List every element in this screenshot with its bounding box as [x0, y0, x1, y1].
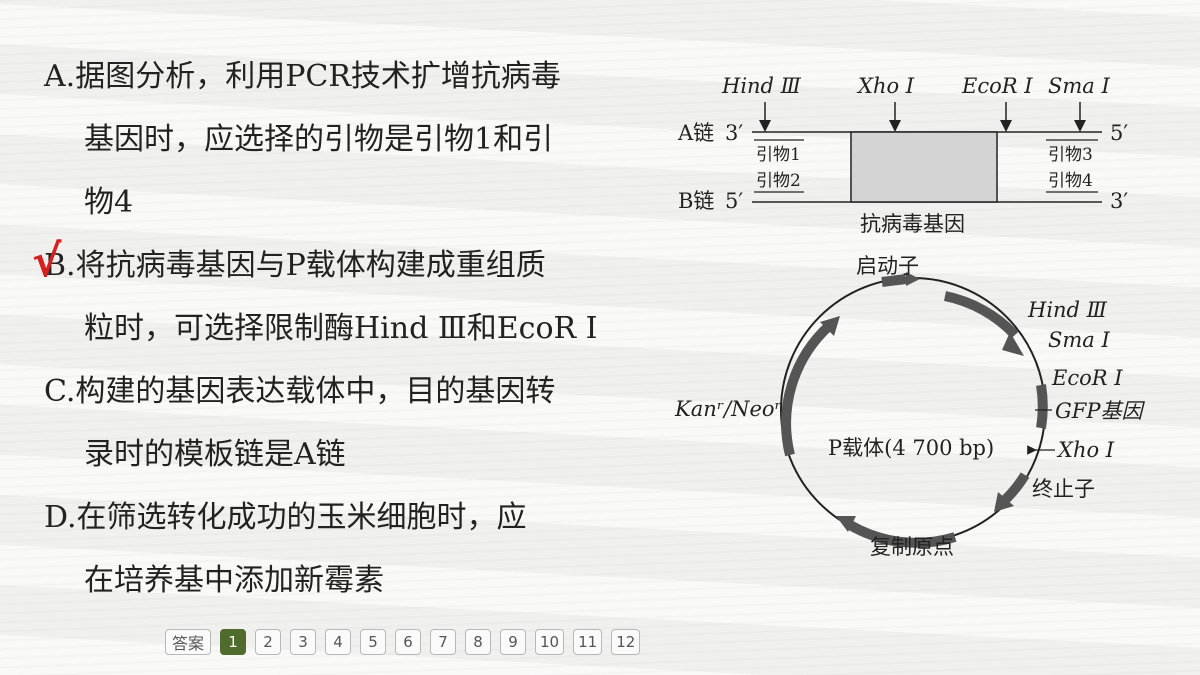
promoter-arrow-icon — [906, 272, 920, 286]
option-a-line-3: 物4 — [84, 185, 134, 220]
page-button-6[interactable]: 6 — [395, 629, 422, 655]
option-b-line-2: 粒时，可选择限制酶Hind Ⅲ和EcoR Ⅰ — [84, 311, 598, 346]
strand-a-label: A链 — [677, 121, 714, 145]
check-mark-icon: √ — [32, 236, 62, 287]
strand-a-left-end: 3′ — [725, 121, 743, 145]
option-d-line-1: D.在筛选转化成功的玉米细胞时，应 — [44, 500, 527, 535]
site-ecor-label: EcoR Ⅰ — [961, 74, 1033, 98]
promoter-segment — [881, 274, 907, 287]
page-button-4[interactable]: 4 — [325, 629, 352, 655]
terminator-label: 终止子 — [1032, 477, 1095, 501]
page-button-7[interactable]: 7 — [430, 629, 457, 655]
primer-4-label: 引物4 — [1048, 171, 1093, 191]
plasmid-label: P载体(4 700 bp) — [828, 436, 994, 460]
plasmid-xho-label: Xho Ⅰ — [1056, 438, 1115, 462]
gene-plasmid-diagram: Hind Ⅲ Xho Ⅰ EcoR Ⅰ Sma Ⅰ A链 3′ 5′ B链 5′… — [670, 60, 1170, 580]
site-sma-label: Sma Ⅰ — [1048, 74, 1110, 98]
terminator-arrow-icon — [994, 492, 1014, 512]
origin-arrow-icon — [836, 516, 856, 532]
origin-label: 复制原点 — [870, 535, 954, 559]
hind-sma-arrow-icon — [1002, 332, 1024, 356]
page-button-11[interactable]: 11 — [573, 629, 603, 655]
site-xho-label: Xho Ⅰ — [856, 74, 915, 98]
page-button-8[interactable]: 8 — [465, 629, 492, 655]
page-button-10[interactable]: 10 — [535, 629, 565, 655]
page-button-1[interactable]: 1 — [220, 629, 247, 655]
page-button-12[interactable]: 12 — [611, 629, 641, 655]
promoter-label: 启动子 — [856, 254, 919, 278]
option-d-line-2: 在培养基中添加新霉素 — [84, 563, 384, 598]
option-a-line-1: A.据图分析，利用PCR技术扩增抗病毒 — [44, 59, 561, 94]
question-options: A.据图分析，利用PCR技术扩增抗病毒 基因时，应选择的引物是引物1和引 物4 … — [32, 45, 654, 612]
option-a-line-2: 基因时，应选择的引物是引物1和引 — [84, 122, 554, 157]
site-hind-label: Hind Ⅲ — [721, 74, 802, 98]
gene-label: 抗病毒基因 — [860, 212, 965, 236]
resistance-arrow-icon — [820, 316, 840, 336]
page-button-5[interactable]: 5 — [360, 629, 387, 655]
plasmid-sma-label: Sma Ⅰ — [1048, 328, 1110, 352]
option-b-line-1: B.将抗病毒基因与P载体构建成重组质 — [44, 248, 546, 283]
origin-segment — [847, 520, 957, 548]
plasmid-hind-label: Hind Ⅲ — [1027, 298, 1108, 322]
option-b[interactable]: √ B.将抗病毒基因与P载体构建成重组质 粒时，可选择限制酶Hind Ⅲ和Eco… — [32, 234, 654, 360]
primer-1-label: 引物1 — [756, 145, 801, 165]
primer-2-label: 引物2 — [756, 171, 801, 191]
terminator-segment — [1001, 472, 1030, 504]
page-navigator: 答案 1 2 3 4 5 6 7 8 9 10 11 12 — [165, 628, 641, 656]
strand-a-right-end: 5′ — [1110, 121, 1128, 145]
gfp-segment — [1036, 384, 1048, 429]
page-button-9[interactable]: 9 — [500, 629, 527, 655]
strand-b-label: B链 — [678, 189, 714, 213]
strand-b-left-end: 5′ — [725, 189, 743, 213]
option-c-line-2: 录时的模板链是A链 — [84, 437, 346, 472]
option-d[interactable]: D.在筛选转化成功的玉米细胞时，应 在培养基中添加新霉素 — [44, 486, 654, 612]
page-button-2[interactable]: 2 — [255, 629, 282, 655]
gene-box — [850, 131, 998, 203]
answer-button[interactable]: 答案 — [165, 629, 212, 655]
primer-3-label: 引物3 — [1048, 145, 1093, 165]
page-button-3[interactable]: 3 — [290, 629, 317, 655]
option-c-line-1: C.构建的基因表达载体中，目的基因转 — [44, 374, 556, 409]
strand-b-right-end: 3′ — [1110, 189, 1128, 213]
resistance-segment — [781, 321, 834, 457]
plasmid-ecor-label: EcoR Ⅰ — [1051, 366, 1123, 390]
option-a[interactable]: A.据图分析，利用PCR技术扩增抗病毒 基因时，应选择的引物是引物1和引 物4 — [44, 45, 654, 234]
hind-sma-segment — [943, 291, 1019, 339]
option-c[interactable]: C.构建的基因表达载体中，目的基因转 录时的模板链是A链 — [44, 360, 654, 486]
resistance-label: Kanʳ/Neoʳ — [674, 397, 782, 421]
plasmid-gfp-label: GFP基因 — [1055, 399, 1145, 423]
